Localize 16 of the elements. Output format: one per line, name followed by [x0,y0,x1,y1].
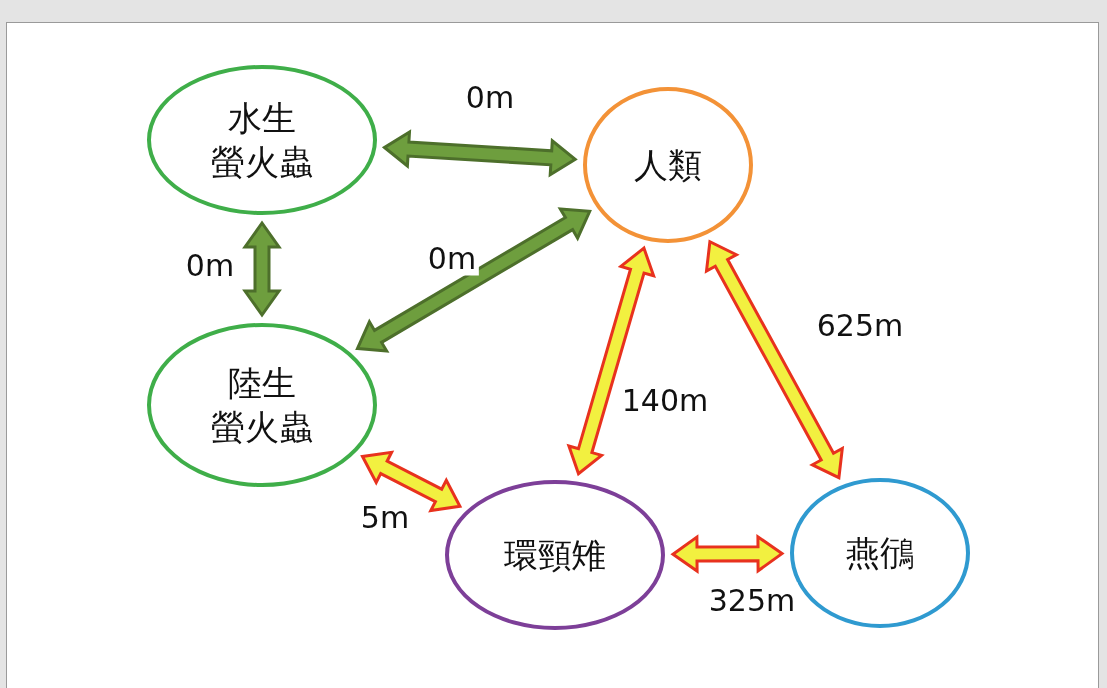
node-label: 陸生螢火蟲 [211,361,313,449]
node-label: 人類 [634,143,702,187]
double-arrow [381,129,578,178]
double-arrow [360,450,463,513]
double-arrow [355,207,592,353]
node-label: 燕鴴 [846,531,914,575]
double-arrow [670,533,785,574]
double-arrow [704,239,845,480]
ellipse-node [445,480,665,630]
node-label: 水生螢火蟲 [211,96,313,184]
double-arrow [242,220,282,318]
double-arrow [566,245,656,477]
ellipse-node [147,323,377,487]
ellipse-node [583,87,753,243]
node-label: 環頸雉 [504,533,606,577]
ellipse-node [147,65,377,215]
